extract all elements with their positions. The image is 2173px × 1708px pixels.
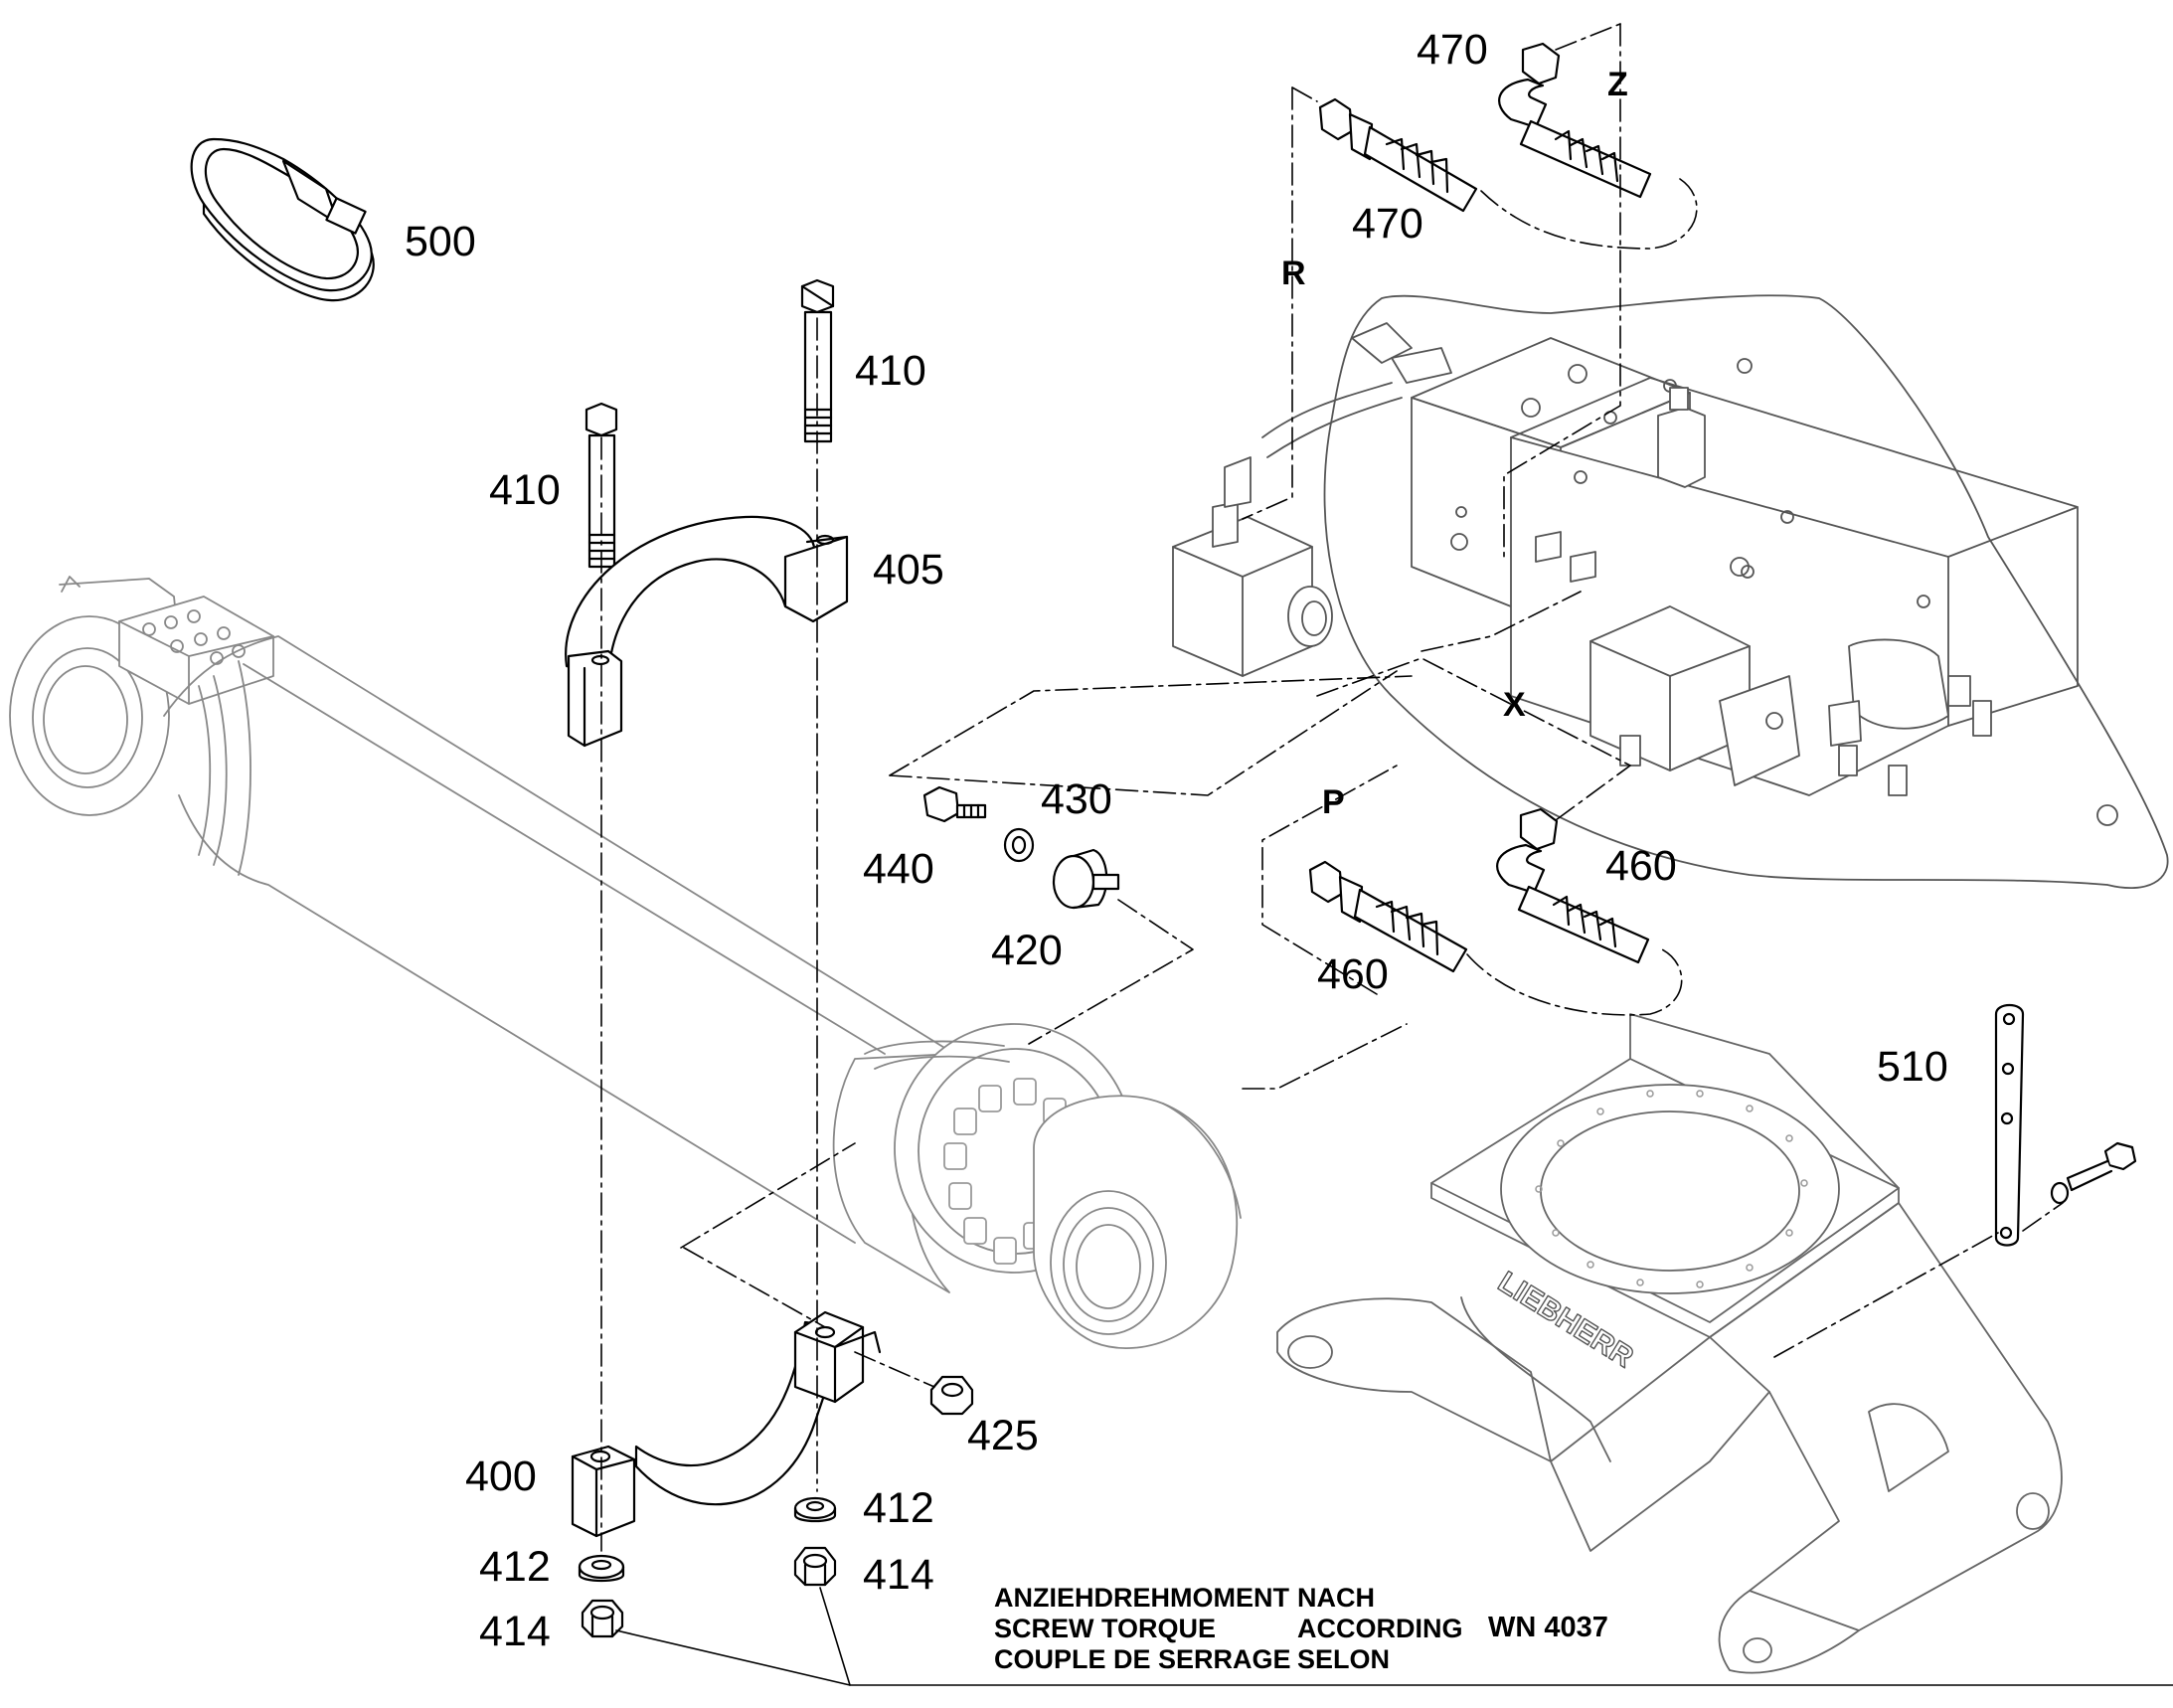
label-412-right: 412 (863, 1484, 934, 1532)
assembly-lines (600, 23, 2064, 1552)
connection-letter-p: P (1322, 783, 1345, 821)
label-430: 430 (1041, 775, 1112, 823)
part-400-lower-clamp-half (571, 1310, 882, 1538)
label-460-left: 460 (1317, 950, 1389, 998)
part-410-bolt-upper (800, 278, 835, 443)
part-460-hose-straight (1308, 860, 1468, 973)
label-470-mid: 470 (1352, 200, 1423, 248)
label-410-upper: 410 (855, 347, 926, 395)
label-405: 405 (873, 546, 944, 594)
connection-letter-r: R (1281, 255, 1306, 292)
torque-note-line3-french: COUPLE DE SERRAGE (994, 1644, 1291, 1674)
slew-frame-drawing (1276, 1013, 2063, 1674)
label-460-right: 460 (1605, 842, 1677, 890)
part-500-clamp-drawing (190, 137, 375, 302)
torque-note-line1-nach: NACH (1297, 1583, 1375, 1613)
part-430-seal-ring (1003, 827, 1035, 863)
part-412-washer-left (578, 1554, 625, 1583)
part-412-washer-right (793, 1496, 837, 1523)
part-414-nut-right (793, 1546, 837, 1587)
label-440: 440 (863, 845, 934, 893)
label-400: 400 (465, 1452, 537, 1500)
connection-letter-z: Z (1607, 66, 1628, 103)
label-470-top: 470 (1417, 26, 1488, 74)
part-470-hose-elbow (1498, 42, 1652, 199)
torque-note-line1-german: ANZIEHDREHMOMENT (994, 1583, 1289, 1613)
part-510-strip (1994, 1003, 2025, 1247)
part-425-nut (929, 1375, 974, 1416)
torque-note-line3-selon: SELON (1297, 1644, 1391, 1674)
part-510-bolt (2050, 1141, 2137, 1205)
leader-lines (615, 1587, 2173, 1686)
part-420-cap (1052, 848, 1120, 910)
label-500: 500 (405, 218, 476, 265)
label-414-left: 414 (479, 1608, 551, 1655)
valve-block-assembly (1172, 294, 2169, 890)
connection-letter-x: X (1503, 686, 1526, 724)
label-414-right: 414 (863, 1551, 934, 1599)
label-420: 420 (991, 927, 1063, 974)
part-440-fitting (922, 785, 987, 823)
torque-note-line2-according: ACCORDING (1297, 1614, 1463, 1643)
part-414-nut-left (581, 1599, 624, 1638)
label-425: 425 (967, 1412, 1039, 1459)
label-510: 510 (1877, 1043, 1948, 1091)
torque-note-standard: WN 4037 (1488, 1612, 1608, 1643)
hydraulic-cylinder-drawing (9, 576, 1242, 1349)
label-412-left: 412 (479, 1543, 551, 1591)
part-405-upper-clamp-half (565, 515, 849, 748)
torque-note-line2-english: SCREW TORQUE (994, 1614, 1217, 1643)
label-410-lower: 410 (489, 466, 561, 514)
part-460-hose-elbow (1496, 807, 1650, 964)
part-470-hose-straight (1318, 97, 1478, 213)
